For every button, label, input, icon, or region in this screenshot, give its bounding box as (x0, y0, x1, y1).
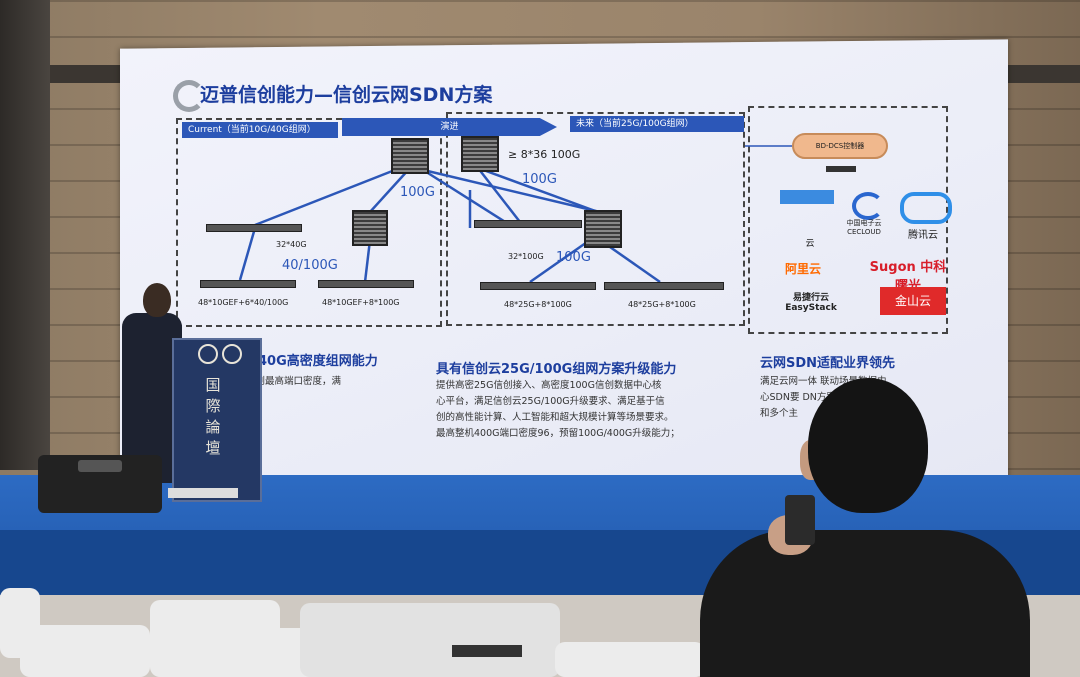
vendor-label: 云 (805, 239, 815, 249)
controller-box (826, 166, 856, 172)
chair (170, 628, 320, 677)
dark-pillar (0, 0, 50, 470)
podium-emblem-icon (222, 344, 242, 364)
link-speed-label: 100G (400, 185, 435, 200)
vendor-label: 金山云 (880, 287, 946, 315)
leaf-switch (474, 220, 582, 228)
slide-title: 迈普信创能力—信创云网SDN方案 (200, 84, 493, 106)
chair (555, 642, 705, 677)
leaf-switch (604, 282, 724, 290)
cecloud-logo-icon (852, 192, 884, 220)
spine-count-label: ≥ 8*36 100G (508, 148, 581, 161)
tencent-cloud-logo-icon (900, 192, 952, 224)
link-speed-label: 100G (556, 250, 591, 265)
chair (300, 603, 560, 677)
leaf-spec-label: 48*25G+8*100G (628, 300, 696, 309)
link-speed-label: 40/100G (282, 258, 338, 273)
leaf-spec-label: 48*10GEF+6*40/100G (198, 298, 289, 307)
leaf-switch (206, 224, 302, 232)
feature-text: 提供高密25G信创接入、高密度100G信创数据中心核 心平台，满足信创云25G/… (436, 380, 680, 439)
leaf-spec-label: 48*25G+8*100G (504, 300, 572, 309)
link-speed-label: 100G (522, 172, 557, 187)
core-switch-left (352, 210, 388, 246)
smartphone (785, 495, 815, 545)
podium (172, 338, 262, 502)
leaf-switch (480, 282, 596, 290)
core-switch-right (584, 210, 622, 248)
audience-head (808, 378, 928, 513)
leaf-switch (200, 280, 296, 288)
speaker-grille (78, 460, 122, 472)
current-network-panel (176, 118, 442, 327)
spine-switch-right (461, 136, 499, 172)
podium-emblem-icon (198, 344, 218, 364)
controller-pill: BD-DCS控制器 (792, 133, 888, 159)
podium-base (168, 488, 238, 498)
vendor-logo-icon (780, 190, 834, 204)
port-count-label: 32*100G (508, 252, 544, 261)
future-bar: 未来（当前25G/100G组网） (570, 116, 744, 132)
leaf-spec-label: 48*10GEF+8*100G (322, 298, 400, 307)
port-count-label: 32*40G (276, 240, 307, 249)
presenter-head (143, 283, 171, 317)
evolve-arrow: 演进 (342, 118, 557, 136)
vendor-label: 易捷行云 EasyStack (785, 293, 837, 313)
feature-heading: 具有信创云25G/100G组网方案升级能力 (436, 362, 677, 377)
feature-text: 满足云网一体 联动场景数据中 心SDN要 DN方案已 和多个主 (760, 376, 887, 419)
current-bar: Current（当前10G/40G组网） (182, 122, 338, 138)
vendor-label: 阿里云 (784, 262, 821, 276)
feature-heading: 云网SDN适配业界领先 (760, 356, 896, 371)
spine-switch-left (391, 138, 429, 174)
audience-member (700, 530, 1030, 677)
leaf-switch (318, 280, 414, 288)
podium-text: 国際論壇 (205, 376, 221, 457)
phone-on-chair (452, 645, 522, 657)
future-network-panel (446, 112, 745, 326)
vendor-label: 中国电子云 CECLOUD (846, 219, 882, 236)
feature-heading: 40G高密度组网能力 (258, 354, 378, 369)
maipu-logo-icon (173, 80, 205, 112)
vendor-label: 腾讯云 (908, 230, 938, 241)
chair (20, 625, 150, 677)
